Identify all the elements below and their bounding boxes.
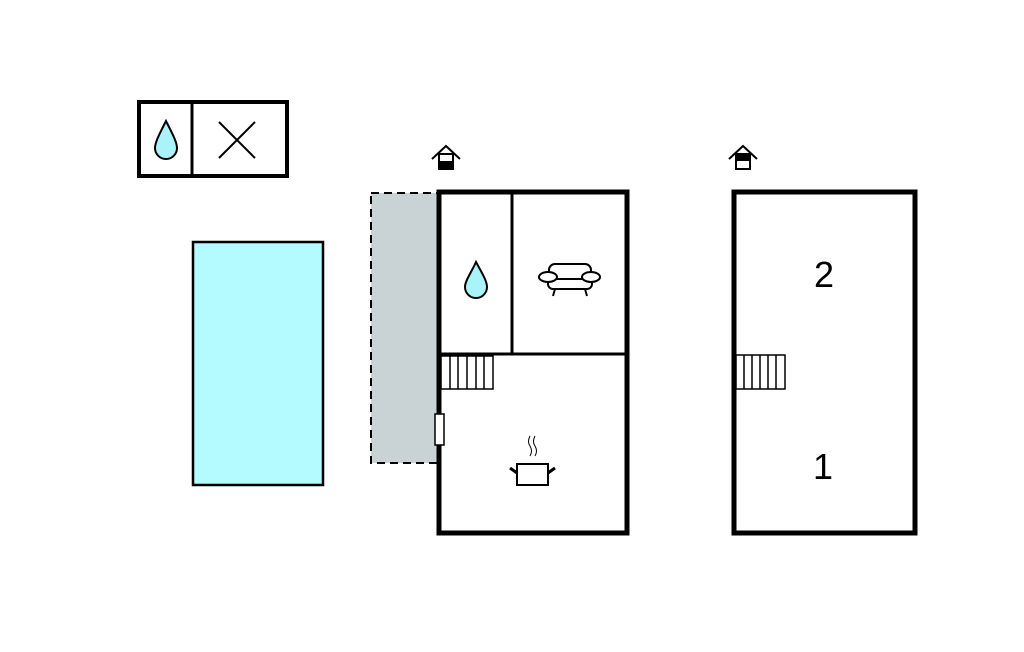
ground-floor-house-icon (431, 144, 461, 170)
pool (191, 240, 325, 487)
water-drop-icon (153, 118, 179, 160)
stairs (440, 355, 494, 390)
sofa-icon (538, 263, 601, 297)
door (434, 413, 445, 446)
stairs (735, 354, 786, 390)
water-drop-icon (463, 259, 489, 299)
room-label-2: 2 (814, 254, 834, 295)
room-label-1: 1 (813, 446, 833, 487)
upper-floor-house-icon (728, 144, 758, 170)
legend-box (137, 100, 289, 178)
terrace (370, 192, 439, 464)
cooking-pot-icon (509, 435, 556, 486)
cross-icon (218, 121, 256, 159)
ground-floor-plan (434, 189, 630, 536)
upper-floor-plan: 2 1 (731, 189, 918, 536)
